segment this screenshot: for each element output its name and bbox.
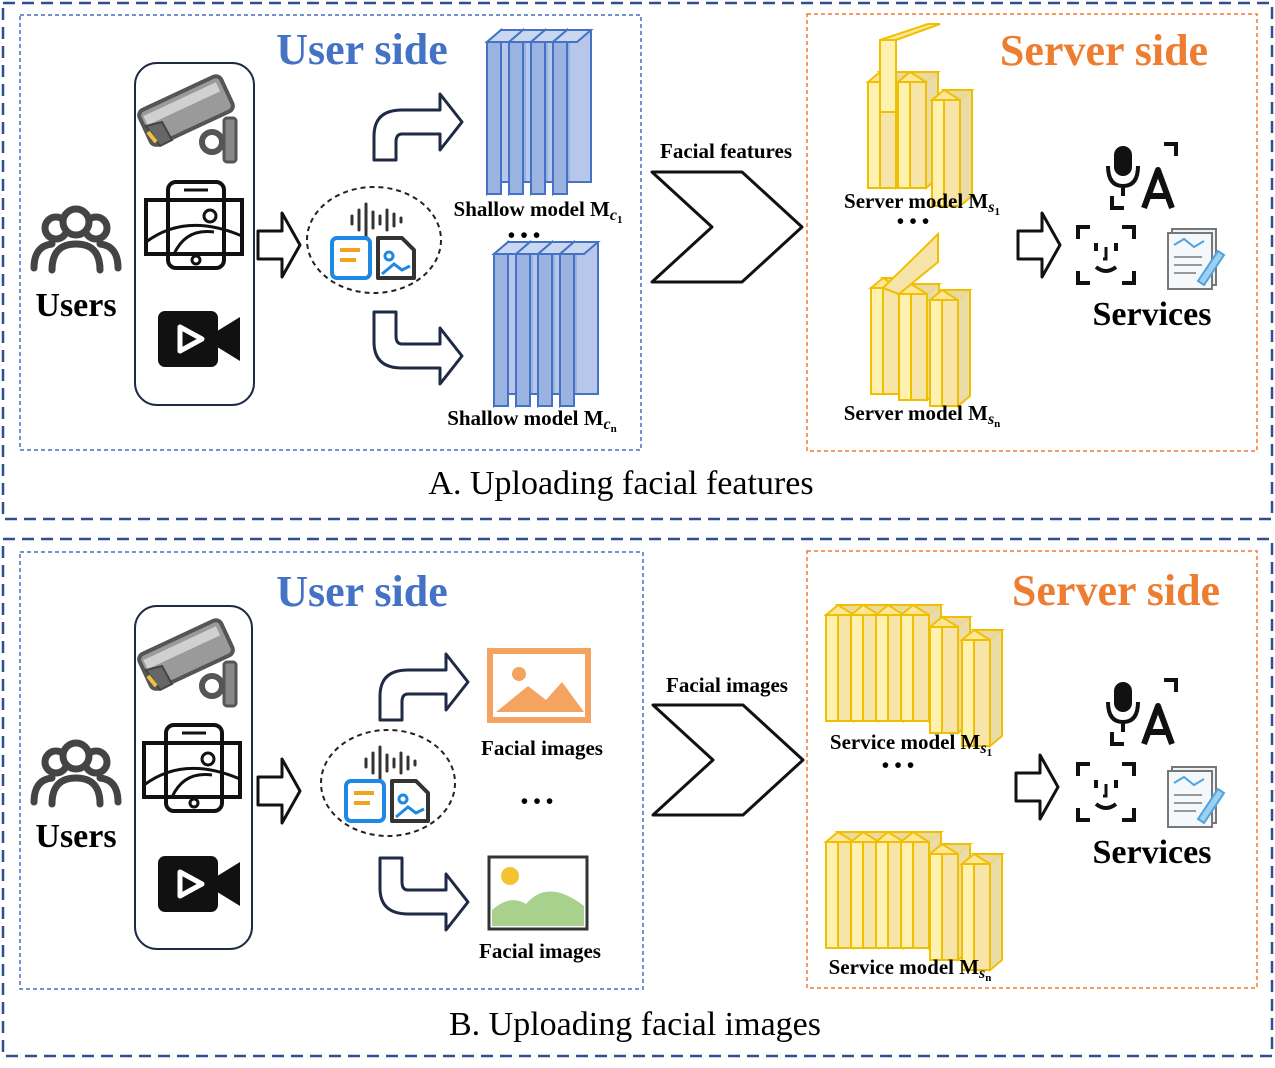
- server-side-title: Server side: [1012, 566, 1220, 615]
- panel-b-caption: B. Uploading facial images: [449, 1006, 821, 1043]
- service-model-n-label: Service model Msn: [829, 955, 992, 984]
- users-label: Users: [35, 818, 116, 855]
- services-label: Services: [1093, 296, 1212, 333]
- panel-b-border: [1, 537, 1274, 1058]
- model-layer: [559, 241, 599, 407]
- server-side-box: [806, 550, 1258, 989]
- arrow-right-icon: [256, 211, 302, 279]
- facial-images-2-label: Facial images: [479, 939, 601, 963]
- service-model-n-stack: [825, 831, 1003, 971]
- report-icon: [1167, 766, 1225, 828]
- service-model-1-stack: [825, 604, 1003, 747]
- data-bubble-icon: [305, 185, 443, 295]
- speech-translation-icon: [1108, 144, 1176, 208]
- facial-images-1-label: Facial images: [481, 736, 603, 760]
- model-layer: [552, 29, 592, 195]
- arrow-right-icon: [1014, 753, 1060, 821]
- users-icon: [34, 743, 118, 804]
- transfer-arrow-icon: [650, 170, 804, 284]
- panel-b: User side Server side Users Facial image…: [1, 537, 1274, 1058]
- ellipsis: • • •: [882, 753, 915, 777]
- panel-a-border: [1, 1, 1274, 521]
- model-layer: [881, 231, 939, 296]
- arrow-right-icon: [256, 757, 302, 825]
- user-side-box: [19, 14, 642, 451]
- shallow-model-n-stack: [493, 241, 599, 407]
- server-side-title: Server side: [1000, 26, 1208, 75]
- server-model-1-stack: [867, 23, 973, 207]
- model-layer: [929, 289, 971, 407]
- server-model-1-label: Server model Ms1: [844, 189, 1000, 218]
- server-model-n-label: Server model Msn: [844, 401, 1001, 430]
- user-side-title: User side: [276, 25, 448, 74]
- model-layer: [961, 853, 1003, 971]
- server-model-n-stack: [870, 231, 971, 407]
- ellipsis: • • •: [521, 789, 554, 813]
- speech-translation-icon: [1108, 680, 1176, 744]
- green-image-icon: [487, 855, 589, 931]
- report-icon: [1167, 228, 1225, 290]
- curved-arrow-down-icon: [378, 856, 470, 932]
- face-scan-icon: [1076, 762, 1136, 822]
- curved-arrow-up-icon: [378, 652, 470, 722]
- users-label: Users: [35, 287, 116, 324]
- services-label: Services: [1093, 834, 1212, 871]
- server-side-box: [806, 13, 1258, 452]
- service-model-1-label: Service model Ms1: [830, 730, 992, 759]
- arrow-right-icon: [1016, 211, 1062, 279]
- model-layer: [961, 629, 1003, 747]
- shallow-model-n-label: Shallow model Mcn: [447, 406, 617, 435]
- ellipsis: • • •: [897, 209, 930, 233]
- orange-image-icon: [487, 648, 591, 723]
- users-icon: [34, 209, 118, 270]
- data-bubble-icon: [319, 728, 457, 838]
- panel-a-caption: A. Uploading facial features: [428, 465, 813, 502]
- transfer-arrow-icon: [651, 703, 805, 817]
- shallow-model-1-label: Shallow model Mc1: [454, 197, 623, 226]
- face-scan-icon: [1076, 225, 1136, 285]
- model-layer: [879, 23, 941, 41]
- curved-arrow-up-icon: [372, 92, 464, 162]
- shallow-model-1-stack: [486, 29, 592, 195]
- panel-a: User side Server side Users Shallow mode…: [1, 1, 1274, 521]
- facial-features-label: Facial features: [660, 139, 792, 163]
- model-layer: [879, 39, 897, 113]
- curved-arrow-down-icon: [372, 310, 464, 386]
- user-side-title: User side: [276, 567, 448, 616]
- facial-images-transfer-label: Facial images: [666, 673, 788, 697]
- user-side-box: [19, 551, 644, 990]
